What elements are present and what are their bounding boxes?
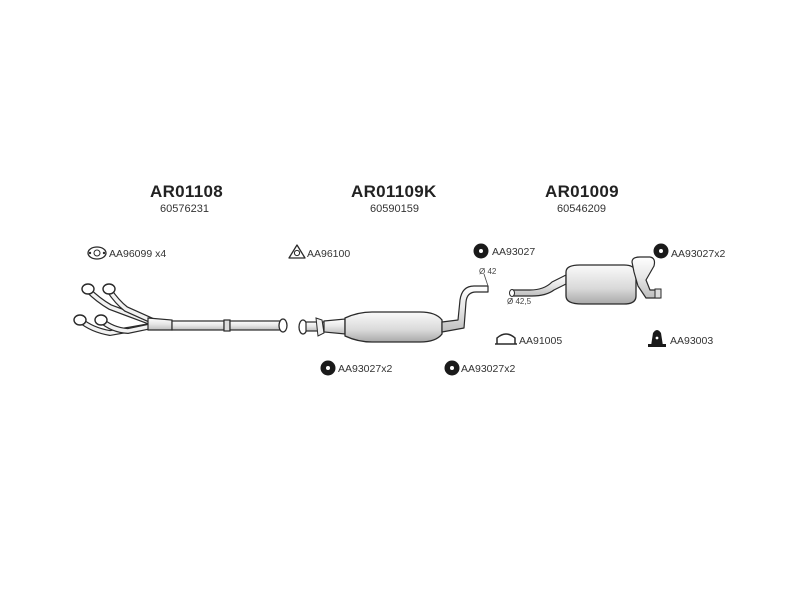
- triangle-gasket-icon: [288, 244, 306, 259]
- accessory-label: AA91005: [519, 335, 563, 347]
- rubber-mount-icon: [653, 243, 669, 259]
- gasket-icon: [87, 246, 107, 260]
- dimension-label: Ø 42,5: [507, 297, 532, 306]
- catalytic-converter: [344, 311, 443, 343]
- accessory-label: AA96099 x4: [109, 248, 167, 260]
- center-outlet-pipe: [441, 285, 489, 333]
- manifold-flange: [73, 283, 116, 326]
- part-code-center: AR01109K: [351, 182, 437, 201]
- rear-silencer: [565, 264, 637, 305]
- part-number-front: 60576231: [160, 203, 209, 215]
- front-tube-end: [229, 320, 281, 331]
- rear-inlet-end: [509, 289, 515, 297]
- dimension-label: Ø 42: [479, 267, 497, 276]
- accessory-label: AA93027x2: [461, 363, 516, 375]
- rubber-mount-icon: [320, 360, 336, 376]
- part-number-rear: 60546209: [557, 203, 606, 215]
- rubber-mount-icon: [444, 360, 460, 376]
- part-code-rear: AR01009: [545, 182, 619, 201]
- front-pipe: [77, 287, 158, 337]
- collector-pipe: [147, 317, 173, 331]
- bracket-icon: [648, 330, 666, 347]
- front-tube: [171, 320, 225, 331]
- accessory-label: AA93027x2: [671, 248, 726, 260]
- part-number-center: 60590159: [370, 203, 419, 215]
- front-tube-joint: [223, 319, 231, 332]
- accessory-label: AA93003: [670, 335, 714, 347]
- clamp-icon: [495, 333, 517, 345]
- accessory-label: AA96100: [307, 248, 351, 260]
- accessory-label: AA93027x2: [338, 363, 393, 375]
- accessory-label: AA93027: [492, 246, 536, 258]
- rear-inlet-pipe: [511, 274, 567, 297]
- center-pipe: [298, 317, 346, 337]
- dimension-leader: [483, 273, 489, 287]
- part-code-front: AR01108: [150, 182, 223, 201]
- tailpipe-tip: [654, 288, 662, 299]
- front-end-flange: [278, 318, 288, 333]
- rubber-mount-icon: [473, 243, 489, 259]
- rear-tailpipe: [631, 256, 661, 299]
- dimension-leader: [509, 297, 513, 303]
